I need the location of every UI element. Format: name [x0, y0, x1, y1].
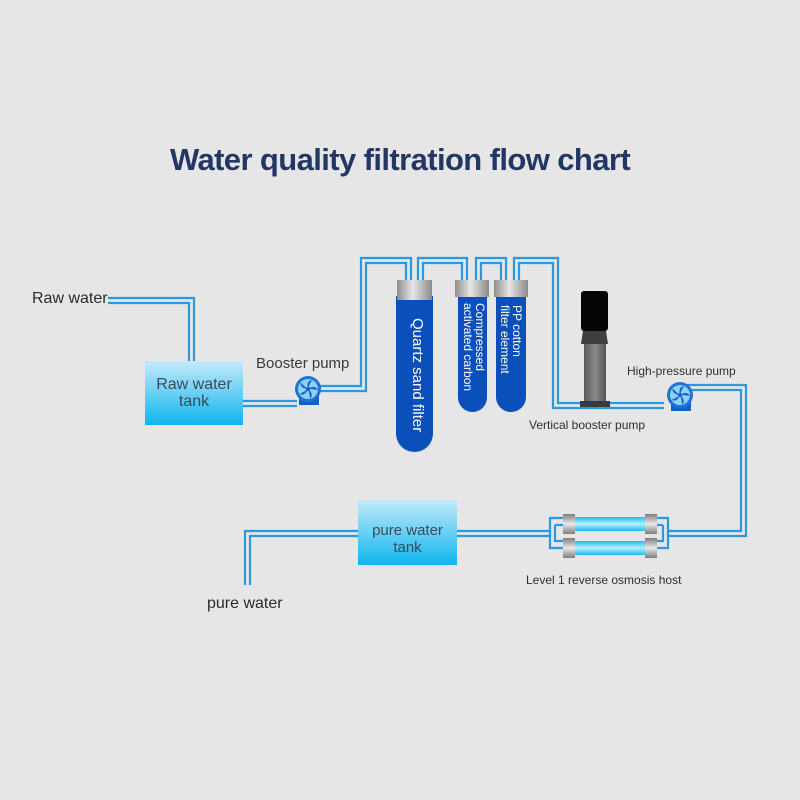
- carbon-filter-label: Compressed activated carbon: [461, 303, 487, 392]
- pp-filter-label: PP cotton filter element: [498, 305, 524, 374]
- vertical-booster-pump-label: Vertical booster pump: [529, 418, 646, 432]
- pipe-booster-to-quartz: [320, 256, 413, 393]
- quartz-filter-body: [396, 300, 433, 452]
- pipes: [108, 256, 748, 585]
- carbon-filter-line1: Compressed: [473, 303, 487, 372]
- pure-water-tank-label: pure water tank: [358, 522, 457, 556]
- high-pressure-pump-label: High-pressure pump: [627, 364, 736, 378]
- booster-pump-icon: [295, 376, 321, 405]
- pp-cotton-filter: [494, 280, 528, 412]
- carbon-filter-line2: activated carbon: [461, 303, 475, 392]
- pipe-ro-to-pure-tank: [457, 529, 550, 538]
- raw-water-label: Raw water: [32, 290, 108, 307]
- quartz-sand-filter-label: Quartz sand filter: [409, 318, 426, 433]
- pipe-tank-to-booster: [243, 399, 297, 408]
- pp-filter-cap: [494, 280, 528, 297]
- ro-host-icon: [563, 514, 657, 558]
- pipe-quartz-to-carbon: [416, 256, 469, 280]
- booster-pump-label: Booster pump: [256, 355, 350, 372]
- quartz-filter-cap: [397, 280, 432, 300]
- pp-filter-line1: PP cotton: [510, 305, 524, 357]
- raw-water-tank-line2: tank: [178, 393, 210, 410]
- quartz-sand-filter: [396, 280, 433, 452]
- pipe-hp-to-ro: [668, 383, 748, 538]
- raw-water-tank: [145, 361, 243, 425]
- carbon-filter-cap: [455, 280, 489, 297]
- activated-carbon-filter: [455, 280, 489, 412]
- high-pressure-pump-icon: [667, 382, 693, 411]
- pure-water-label: pure water: [207, 595, 283, 612]
- vertical-booster-pump-icon: [580, 291, 610, 407]
- pure-water-tank-line2: tank: [393, 539, 422, 556]
- ro-host-label: Level 1 reverse osmosis host: [526, 573, 682, 587]
- pipe-carbon-to-pp: [474, 256, 508, 280]
- pipe-pure-outlet: [243, 529, 358, 585]
- pure-water-tank: [358, 500, 457, 565]
- raw-water-tank-line1: Raw water: [156, 376, 232, 393]
- raw-water-tank-label: Raw water tank: [145, 376, 243, 410]
- pp-filter-line2: filter element: [498, 305, 512, 374]
- page-title: Water quality filtration flow chart: [169, 142, 631, 177]
- pipe-raw-inlet: [108, 296, 196, 361]
- pure-water-tank-line1: pure water: [372, 522, 443, 539]
